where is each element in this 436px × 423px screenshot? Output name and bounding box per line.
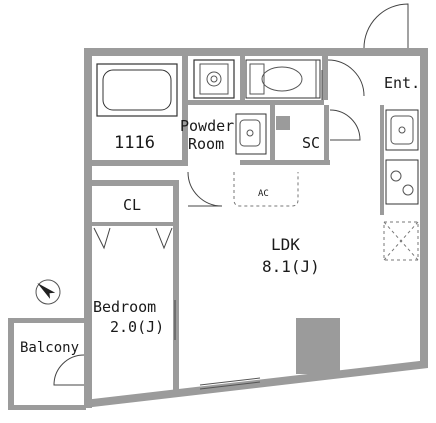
room-label-entrance: Ent.	[384, 74, 420, 92]
room-label-bath: 1116	[114, 133, 155, 153]
kitchen-sink-icon	[385, 109, 419, 151]
room-label-ldk-size: 8.1(J)	[262, 257, 320, 276]
room-label-ldk: LDK	[271, 235, 300, 254]
toilet-icon	[245, 59, 321, 99]
room-label-powder-1: Powder	[180, 117, 234, 135]
north-arrow-icon	[35, 279, 61, 305]
room-label-bedroom-size: 2.0(J)	[110, 318, 164, 336]
stove-icon	[385, 159, 419, 205]
doors	[93, 3, 409, 340]
ac-outline	[233, 172, 299, 207]
interior-walls	[92, 56, 384, 395]
washing-machine-icon	[193, 59, 235, 99]
ac-label: AC	[258, 189, 269, 199]
fridge-space-icon	[383, 221, 419, 261]
room-label-bedroom: Bedroom	[93, 298, 156, 316]
room-label-closet: CL	[123, 196, 141, 214]
outer-walls	[84, 48, 428, 408]
room-label-storage: SC	[302, 134, 320, 152]
balcony	[8, 318, 86, 410]
windows	[199, 377, 261, 390]
bathtub-icon	[96, 63, 178, 117]
sink-icon	[235, 113, 267, 155]
room-label-balcony: Balcony	[20, 340, 79, 356]
room-label-powder-2: Room	[188, 135, 224, 153]
